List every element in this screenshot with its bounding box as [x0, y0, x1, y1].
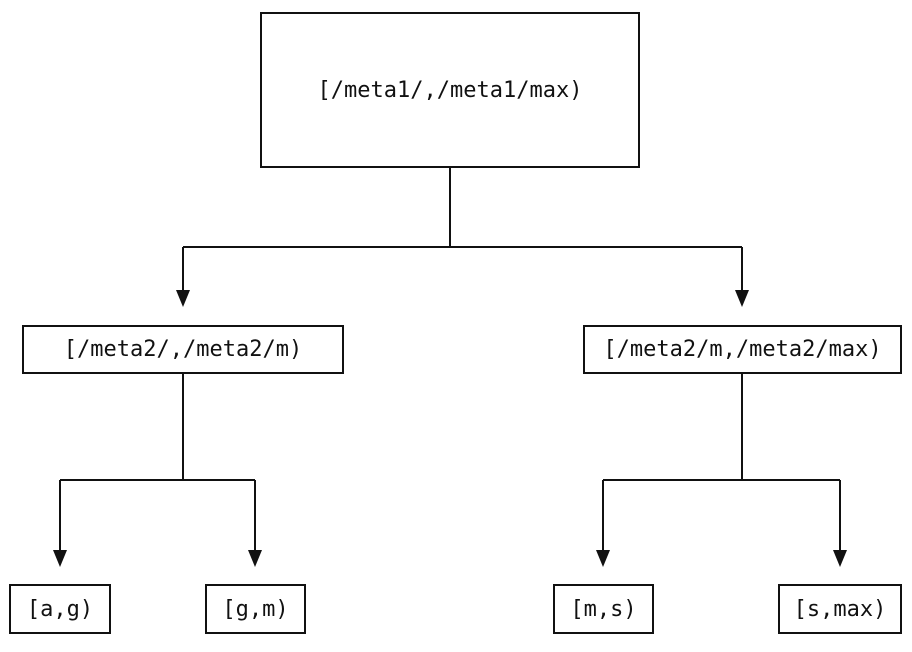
arrowhead-down-icon [735, 290, 749, 307]
node-meta2-left: [/meta2/,/meta2/m) [22, 325, 344, 374]
node-meta2-right: [/meta2/m,/meta2/max) [583, 325, 902, 374]
node-root: [/meta1/,/meta1/max) [260, 12, 640, 168]
node-leaf-gm: [g,m) [205, 584, 306, 634]
edge-left-to-leaves [53, 374, 262, 567]
arrowhead-down-icon [176, 290, 190, 307]
arrowhead-down-icon [596, 550, 610, 567]
node-leaf-ag: [a,g) [9, 584, 111, 634]
arrowhead-down-icon [833, 550, 847, 567]
arrowhead-down-icon [248, 550, 262, 567]
node-leaf-smax: [s,max) [778, 584, 902, 634]
arrowhead-down-icon [53, 550, 67, 567]
node-leaf-ms: [m,s) [553, 584, 654, 634]
edge-root-to-level2 [176, 168, 749, 307]
edge-right-to-leaves [596, 374, 847, 567]
